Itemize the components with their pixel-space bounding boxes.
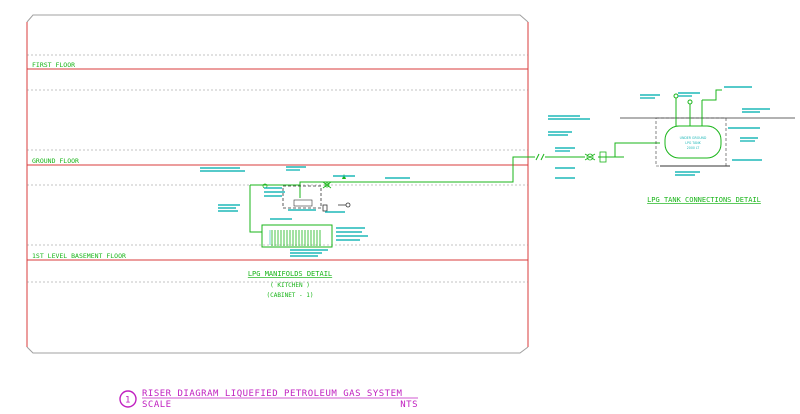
tank-detail-title: LPG TANK CONNECTIONS DETAIL <box>647 196 761 204</box>
manifold-detail-sub2: (CABINET - 1) <box>267 292 314 299</box>
top-break-line <box>26 14 529 23</box>
tank-label-3: 2000 LT <box>687 146 699 150</box>
floor-lines <box>27 54 528 283</box>
building-frame <box>26 14 529 354</box>
ground-floor-label: GROUND FLOOR <box>32 157 79 165</box>
manifold-detail-title: LPG MANIFOLDS DETAIL <box>248 270 332 278</box>
first-floor-label: FIRST FLOOR <box>32 61 75 69</box>
tank-valves <box>584 151 607 163</box>
tank-label-1: UNDER GROUND <box>680 136 707 140</box>
manifold-piping <box>249 181 335 248</box>
lpg-main-pipe <box>335 142 660 183</box>
detail-number-circle <box>119 390 137 408</box>
detail-number: 1 <box>125 396 131 406</box>
drawing-title-block: 1 RISER DIAGRAM LIQUEFIED PETROLEUM GAS … <box>119 389 418 410</box>
drawing-title: RISER DIAGRAM LIQUEFIED PETROLEUM GAS SY… <box>142 389 402 399</box>
tank-annotation-marks <box>548 86 770 179</box>
regulator-box <box>293 199 313 207</box>
lpg-tank <box>664 125 722 159</box>
tank-label-2: LPG TANK <box>685 141 701 145</box>
scale-value: NTS <box>400 400 418 410</box>
control-panel-box <box>282 185 322 209</box>
scale-label: SCALE <box>142 400 172 410</box>
tank-risers <box>673 89 722 126</box>
basement-floor-label: 1ST LEVEL BASEMENT FLOOR <box>32 252 126 260</box>
tank-connection-detail: UNDER GROUND LPG TANK 2000 LT <box>548 86 795 179</box>
bottom-break-line <box>26 346 529 354</box>
kitchen-annotation-marks <box>200 166 410 257</box>
cylinder-bank <box>271 230 321 246</box>
manifold-detail-sub1: ( KITCHEN ) <box>270 282 310 289</box>
